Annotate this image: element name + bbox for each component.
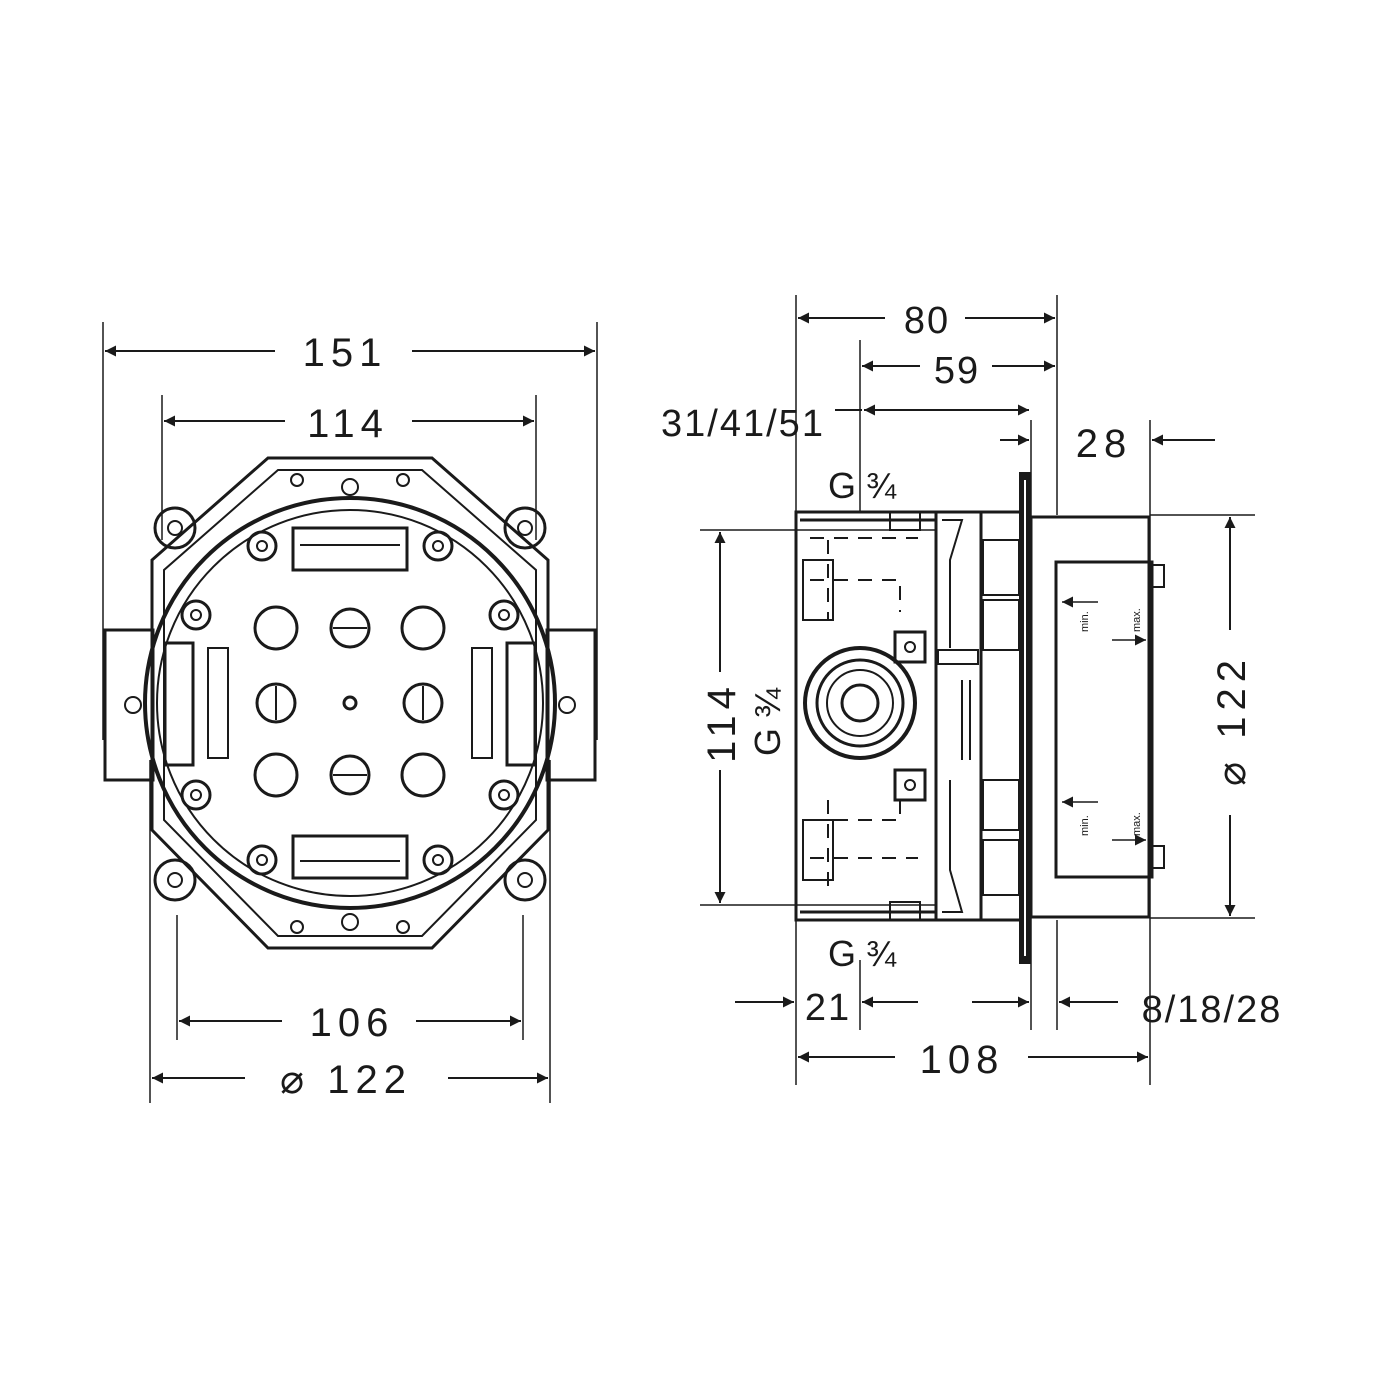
side-port-middle: [815, 658, 905, 748]
dim-label-diameter-122: ⌀ 122: [280, 1058, 412, 1102]
trim-box: [1029, 515, 1151, 919]
clamp-bottom: [291, 834, 409, 880]
dim-label-106: 106: [310, 1001, 395, 1045]
port-label-top: G ¾: [828, 465, 897, 506]
octagon-frame-outer: [150, 456, 550, 950]
front-view: 151 114 106 ⌀ 122: [102, 322, 598, 1103]
max-label-lower: max.: [1131, 812, 1143, 836]
ear-bottom-right: [503, 858, 547, 902]
min-label-upper: min.: [1079, 611, 1091, 632]
octagon-frame-inner: [163, 469, 537, 937]
dim-label-59: 59: [934, 350, 980, 392]
dim-label-80: 80: [904, 300, 950, 342]
min-max-markers: min. max. min. max.: [1062, 596, 1146, 846]
ear-bottom-left: [153, 858, 197, 902]
dim-label-diameter-122-vertical: ⌀ 122: [1210, 654, 1254, 786]
mount-tab-upper: [893, 630, 927, 664]
min-label-lower: min.: [1079, 815, 1091, 836]
ear-top-right: [503, 506, 547, 550]
mounting-ring-outer: [143, 496, 557, 910]
flange-left: [103, 628, 155, 782]
center-hole: [342, 695, 358, 711]
dim-label-28: 28: [1076, 422, 1133, 466]
valve-connector-section: [979, 510, 1023, 922]
side-view: 80 59 31/41/51 28 114 G ¾ ⌀ 122 21 8/18/…: [661, 295, 1283, 1085]
dim-label-114: 114: [307, 402, 389, 446]
knockout-holes: [253, 605, 446, 798]
ear-top-left: [153, 506, 197, 550]
trim-stub-lower: [1149, 845, 1165, 869]
ring-screw-bosses: [124, 473, 576, 934]
mount-tab-lower: [893, 768, 927, 802]
valve-middle-housing: [934, 510, 983, 922]
dim-label-114-vertical: 114: [700, 681, 744, 763]
dim-label-108: 108: [920, 1038, 1005, 1082]
port-label-side: G ¾: [747, 687, 788, 756]
dim-label-21: 21: [805, 987, 851, 1029]
dim-label-31-41-51: 31/41/51: [661, 403, 825, 445]
trim-stub-upper: [1149, 564, 1165, 588]
dim-label-8-18-28: 8/18/28: [1142, 989, 1283, 1031]
ear-hole-bl: [167, 872, 183, 888]
side-port-outer: [803, 646, 917, 760]
dim-label-151: 151: [303, 331, 388, 375]
max-label-upper: max.: [1131, 608, 1143, 632]
ear-hole-br: [517, 872, 533, 888]
clamp-top: [291, 526, 409, 572]
ear-hole-tl: [167, 520, 183, 536]
flange-right: [545, 628, 597, 782]
mounting-ring-inner: [156, 509, 544, 897]
side-port-inner: [840, 683, 880, 723]
clamp-right: [505, 641, 537, 767]
port-label-bottom: G ¾: [828, 933, 897, 974]
trim-inner-panel: [1054, 560, 1154, 879]
ear-hole-tr: [517, 520, 533, 536]
clamp-left: [163, 641, 195, 767]
